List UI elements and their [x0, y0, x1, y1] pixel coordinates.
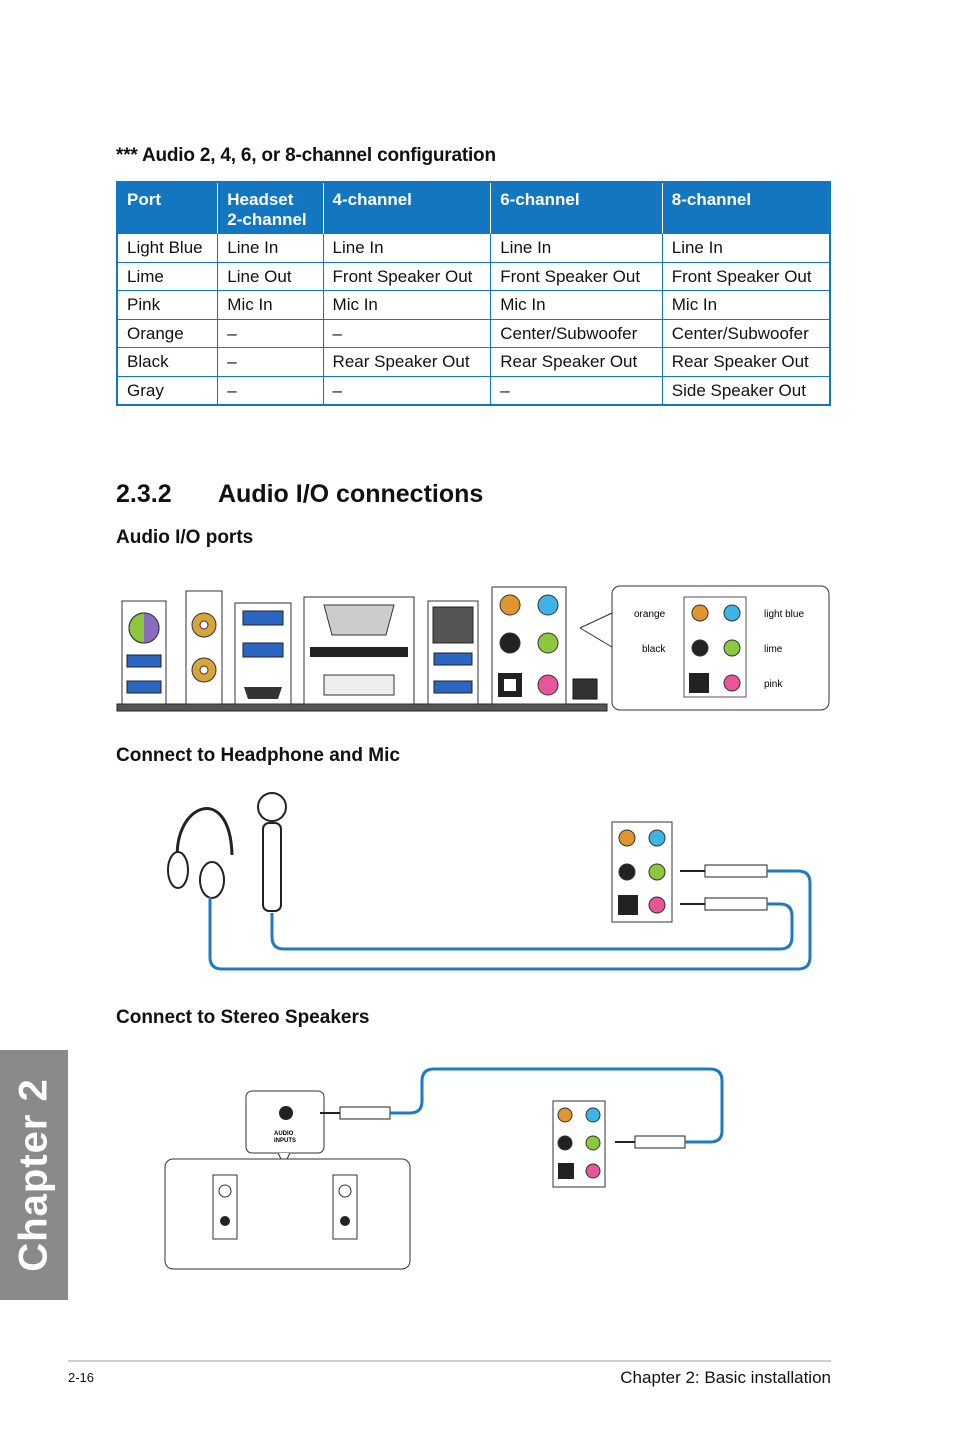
footer-chapter-title: Chapter 2: Basic installation — [620, 1368, 831, 1387]
microphone-icon — [257, 792, 287, 912]
audio-jack-panel-icon — [552, 1100, 606, 1188]
table-cell: Front Speaker Out — [661, 261, 830, 291]
table-cell: Gray — [117, 375, 218, 405]
subheading-speakers: Connect to Stereo Speakers — [116, 1007, 370, 1028]
footer-divider — [68, 1360, 831, 1362]
table-row: Pink Mic In Mic In Mic In Mic In — [117, 290, 830, 319]
table-cell: Mic In — [661, 290, 830, 319]
table-row: Light Blue Line In Line In Line In Line … — [117, 233, 830, 262]
table-cell: – — [322, 375, 491, 405]
table-header-row: Port Headset 2-channel 4-channel 6-chann… — [117, 182, 830, 234]
table-cell: Black — [117, 347, 218, 376]
table-cell: Rear Speaker Out — [490, 347, 663, 376]
audio-cable — [390, 1067, 724, 1144]
table-cell: Light Blue — [117, 233, 218, 262]
table-cell: Line In — [490, 233, 663, 262]
table-cell: – — [217, 375, 324, 405]
ps2-usb-port-icon — [121, 600, 167, 705]
table-cell: Orange — [117, 318, 218, 348]
table-cell: Center/Subwoofer — [490, 318, 663, 348]
table-cell: Pink — [117, 290, 218, 319]
audio-inputs-label-1: AUDIO — [274, 1131, 294, 1137]
table-cell: Side Speaker Out — [661, 375, 830, 405]
audio-plug-icon — [320, 1106, 686, 1149]
left-speaker-icon — [212, 1174, 238, 1240]
usb-hdmi-port-icon — [234, 602, 292, 705]
col-port: Port — [117, 182, 218, 234]
table-cell: Mic In — [217, 290, 324, 319]
vga-dvi-port-icon — [303, 596, 415, 705]
headphone-mic-illustration — [167, 792, 812, 971]
chapter-sidebar: Chapter 2 — [0, 1050, 68, 1300]
table-row: Black – Rear Speaker Out Rear Speaker Ou… — [117, 347, 830, 376]
table-cell: Line In — [661, 233, 830, 262]
audio-plug-icon — [680, 864, 768, 911]
audio-jack-panel-icon — [491, 586, 567, 705]
chapter-sidebar-label: Chapter 2 — [11, 1078, 56, 1272]
right-speaker-icon — [332, 1174, 358, 1240]
wifi-antenna-icon — [185, 590, 223, 705]
audio-config-table: Port Headset 2-channel 4-channel 6-chann… — [116, 181, 831, 406]
table-cell: – — [217, 347, 324, 376]
config-heading: *** Audio 2, 4, 6, or 8-channel configur… — [116, 145, 496, 166]
table-cell: Lime — [117, 261, 218, 291]
table-cell: Front Speaker Out — [322, 261, 491, 291]
io-panel-illustration: orange black light blue lime pink — [116, 585, 830, 712]
headphone-icon — [167, 807, 234, 899]
table-cell: – — [490, 375, 663, 405]
table-row: Lime Line Out Front Speaker Out Front Sp… — [117, 261, 830, 291]
label-light-blue: light blue — [764, 609, 804, 620]
label-lime: lime — [764, 644, 783, 655]
table-cell: Rear Speaker Out — [661, 347, 830, 376]
audio-inputs-label-2: INPUTS — [274, 1138, 296, 1144]
table-cell: Line In — [217, 233, 324, 262]
table-cell: Line Out — [217, 261, 324, 291]
table-row: Orange – – Center/Subwoofer Center/Subwo… — [117, 318, 830, 348]
page-number: 2-16 — [68, 1370, 95, 1385]
col-headset: Headset 2-channel — [217, 182, 324, 234]
label-black: black — [642, 644, 666, 655]
section-number: 2.3.2 — [116, 480, 172, 508]
stereo-speakers-illustration: AUDIO INPUTS — [164, 1067, 724, 1270]
subheading-ports: Audio I/O ports — [116, 527, 254, 548]
label-orange: orange — [634, 609, 666, 620]
audio-cable — [208, 869, 812, 971]
table-cell: Center/Subwoofer — [661, 318, 830, 348]
audio-jack-panel-icon — [611, 821, 673, 923]
col-6ch: 6-channel — [490, 182, 663, 234]
table-cell: Mic In — [490, 290, 663, 319]
col-8ch: 8-channel — [661, 182, 830, 234]
table-cell: Line In — [322, 233, 491, 262]
table-cell: – — [322, 318, 491, 348]
table-cell: Front Speaker Out — [490, 261, 663, 291]
subheading-headphone: Connect to Headphone and Mic — [116, 745, 400, 766]
lan-usb-port-icon — [427, 600, 479, 705]
table-cell: Rear Speaker Out — [322, 347, 491, 376]
table-row: Gray – – – Side Speaker Out — [117, 375, 830, 405]
section-title: Audio I/O connections — [218, 480, 484, 508]
table-cell: Mic In — [322, 290, 491, 319]
label-pink: pink — [764, 679, 783, 690]
table-cell: – — [217, 318, 324, 348]
col-4ch: 4-channel — [322, 182, 491, 234]
